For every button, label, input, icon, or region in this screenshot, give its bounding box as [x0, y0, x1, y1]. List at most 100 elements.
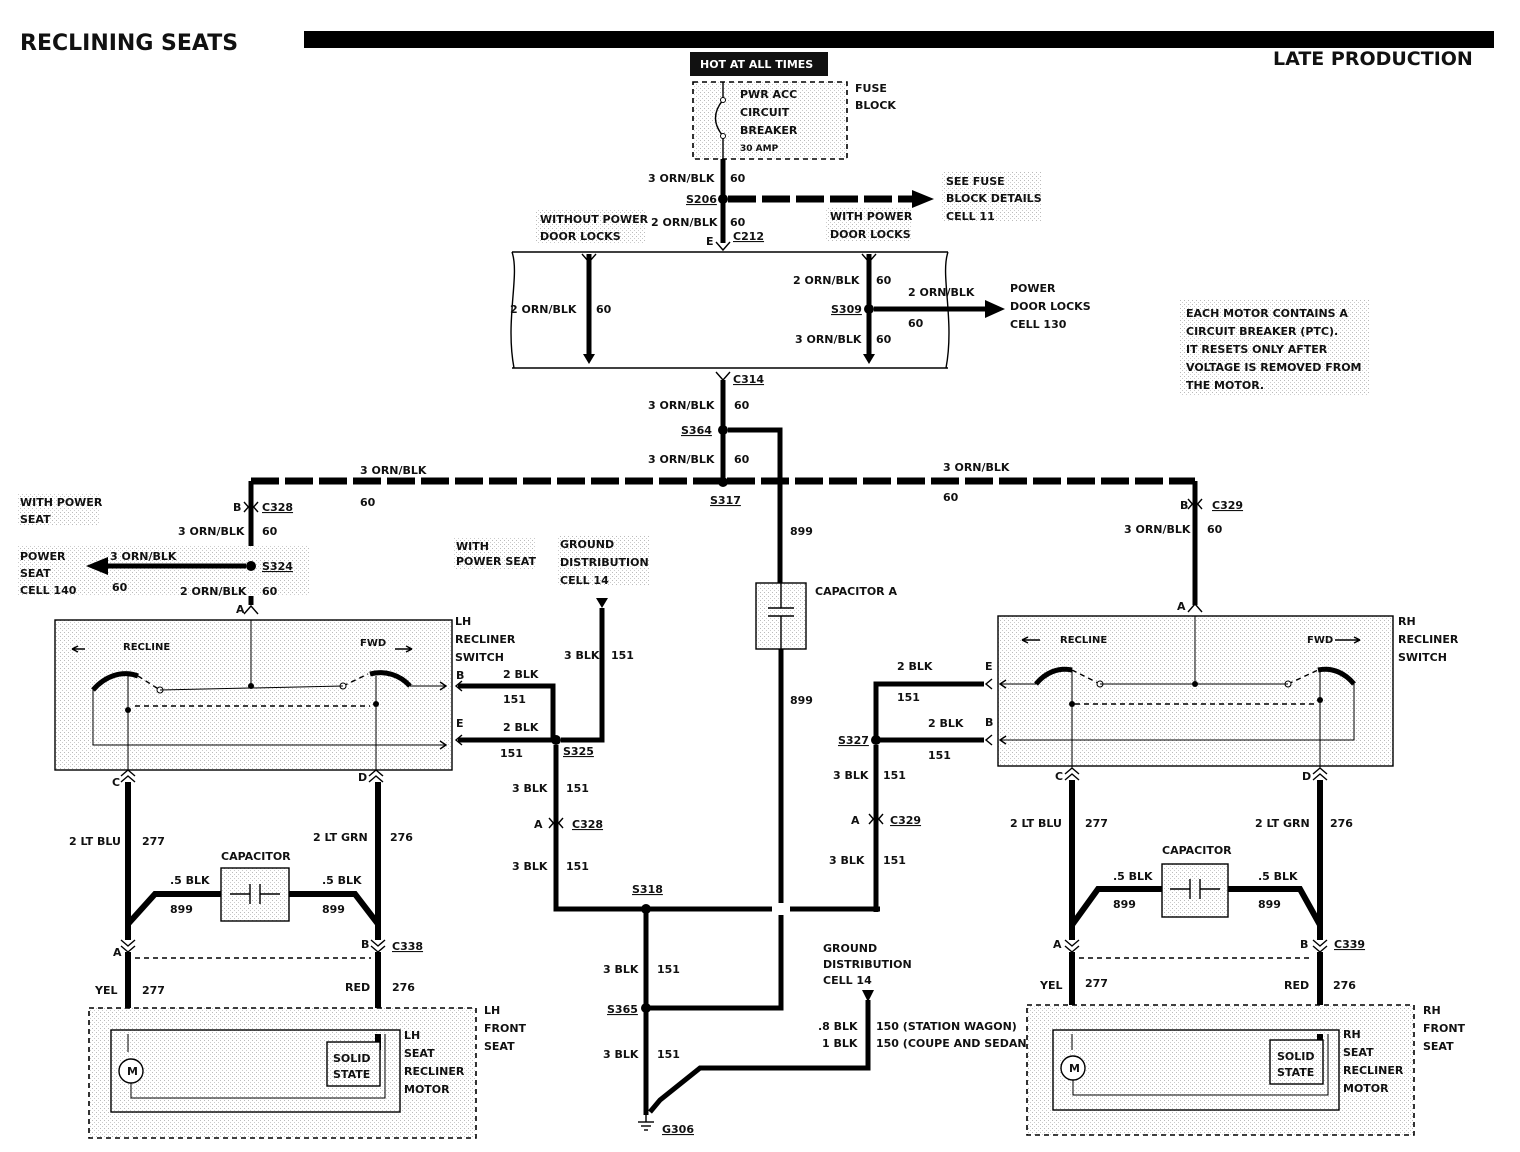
without-pdl-1: WITHOUT POWER [540, 213, 649, 226]
breaker-amp: 30 AMP [740, 144, 779, 154]
ground-dist-3: CELL 14 [560, 574, 609, 587]
motor-note-2: CIRCUIT BREAKER (PTC). [1186, 325, 1338, 338]
hot-at-all-times-label: HOT AT ALL TIMES [700, 58, 813, 71]
arrow-fuse-details [912, 190, 934, 208]
lh-wire-d: 2 LT GRN [313, 831, 368, 844]
circuit-60-left-1: 60 [262, 525, 278, 538]
c338-pin-b: B [361, 938, 369, 951]
rh-capacitor-box [1161, 863, 1229, 918]
c328-151: 151 [566, 860, 589, 873]
lh-switch-internals [71, 620, 448, 770]
fuse-block-label-1: FUSE [855, 82, 887, 95]
c314-label: C314 [733, 373, 764, 386]
lh-151-1: 151 [503, 693, 526, 706]
s325-3blk: 3 BLK [512, 782, 548, 795]
lh-cap-899-r: 899 [322, 903, 345, 916]
wire-crossing-gap [772, 903, 790, 915]
rh-solid-state [1269, 1039, 1324, 1085]
splice-s317-label: S317 [710, 494, 741, 507]
left-branch-wire: 2 ORN/BLK [510, 303, 577, 316]
circuit-60-d: 60 [876, 274, 892, 287]
c150-wagon: 150 (STATION WAGON) [876, 1020, 1017, 1033]
lh-yel: YEL [94, 984, 118, 997]
wire-label-s206-c212: 2 ORN/BLK [651, 216, 718, 229]
ground-dist-2: DISTRIBUTION [560, 556, 649, 569]
with-pdl-box [826, 208, 912, 241]
circuit-60-g: 60 [734, 399, 750, 412]
page-subtitle: LATE PRODUCTION [1273, 48, 1473, 70]
c329-lower-label: C329 [890, 814, 921, 827]
splice-s364 [718, 425, 728, 435]
connector-c328-center [548, 817, 564, 829]
splice-s324 [246, 561, 256, 571]
rh-switch-label-1: RH [1398, 615, 1416, 628]
rh-e-b-connectors [984, 678, 993, 746]
c339-pin-a: A [1053, 938, 1062, 951]
lh-cap-899-l: 899 [170, 903, 193, 916]
wire-lh-cap-left [125, 891, 221, 927]
rh-recline: RECLINE [1060, 635, 1107, 646]
circuit-breaker-symbol [714, 82, 726, 159]
wire-s325-s318 [553, 745, 880, 912]
rh-151-2: 151 [928, 749, 951, 762]
wire-lh-cap-right [289, 891, 381, 926]
ground-3blk: 3 BLK [564, 649, 600, 662]
c338-label: C338 [392, 940, 423, 953]
rh-151-1: 151 [897, 691, 920, 704]
lh-switch-label-2: RECLINER [455, 633, 516, 646]
rh-3blk-1: 3 BLK [833, 769, 869, 782]
rh-capacitor-symbol [1170, 879, 1220, 899]
pin-a-right-conn [1187, 602, 1203, 613]
pdl-1: POWER [1010, 282, 1056, 295]
left-bus-wire: 3 ORN/BLK [360, 464, 427, 477]
breaker-label-2: CIRCUIT [740, 106, 790, 119]
lh-recliner-switch [54, 619, 453, 771]
rh-switch-label-2: RECLINER [1398, 633, 1459, 646]
rh-switch-internals [998, 616, 1361, 768]
title-bar [304, 31, 1494, 48]
with-power-seat-1: WITH POWER [20, 496, 103, 509]
rh-capacitor-label: CAPACITOR [1162, 844, 1232, 857]
wire-ground-upper [561, 608, 605, 743]
c328-center-pin: A [534, 818, 543, 831]
with-power-seat-box [18, 494, 100, 526]
capacitor-a-symbol [768, 583, 794, 649]
c339-b-conn [1312, 939, 1328, 953]
connector-c314 [715, 371, 731, 382]
connector-c212 [715, 241, 731, 252]
circuit-60-left-bus: 60 [360, 496, 376, 509]
c338-b-conn [370, 939, 386, 953]
s318-3blk: 3 BLK [603, 963, 639, 976]
wire-899-upper [728, 427, 783, 583]
lh-motor-label-4: MOTOR [404, 1083, 450, 1096]
c328-center-label: C328 [572, 818, 603, 831]
rh-cap-899-l: 899 [1113, 898, 1136, 911]
rh-pin-d: D [1302, 770, 1311, 783]
lh-fwd: FWD [360, 638, 386, 649]
rh-red: RED [1284, 979, 1309, 992]
right-switch-pin-a: A [1177, 600, 1186, 613]
wire-1blk: 1 BLK [822, 1037, 858, 1050]
lh-front-seat-2: FRONT [484, 1022, 527, 1035]
right-bus-wire: 3 ORN/BLK [943, 461, 1010, 474]
lh-recline: RECLINE [123, 642, 170, 653]
rh-front-seat-2: FRONT [1423, 1022, 1466, 1035]
rh-2blk-2: 2 BLK [928, 717, 964, 730]
circuit-60-h: 60 [734, 453, 750, 466]
wire-s324-switch: 2 ORN/BLK [180, 585, 247, 598]
motor-note-4: VOLTAGE IS REMOVED FROM [1186, 361, 1362, 374]
s318-151: 151 [657, 963, 680, 976]
wire-s364-s317: 3 ORN/BLK [648, 453, 715, 466]
splice-s365 [641, 1003, 651, 1013]
center-with-ps-box [454, 538, 536, 570]
lh-capacitor-label: CAPACITOR [221, 850, 291, 863]
motor-note-1: EACH MOTOR CONTAINS A [1186, 307, 1348, 320]
without-pdl-box [536, 210, 646, 243]
circuit-60-right-bus: 60 [943, 491, 959, 504]
rh-solid-state-1: SOLID [1277, 1050, 1315, 1063]
rh-circuit-276: 276 [1330, 817, 1353, 830]
wire-rh-cap-left [1069, 886, 1162, 927]
rh-151-4: 151 [883, 854, 906, 867]
branch-right-top [861, 253, 877, 264]
rh-pin-b: B [985, 716, 993, 729]
